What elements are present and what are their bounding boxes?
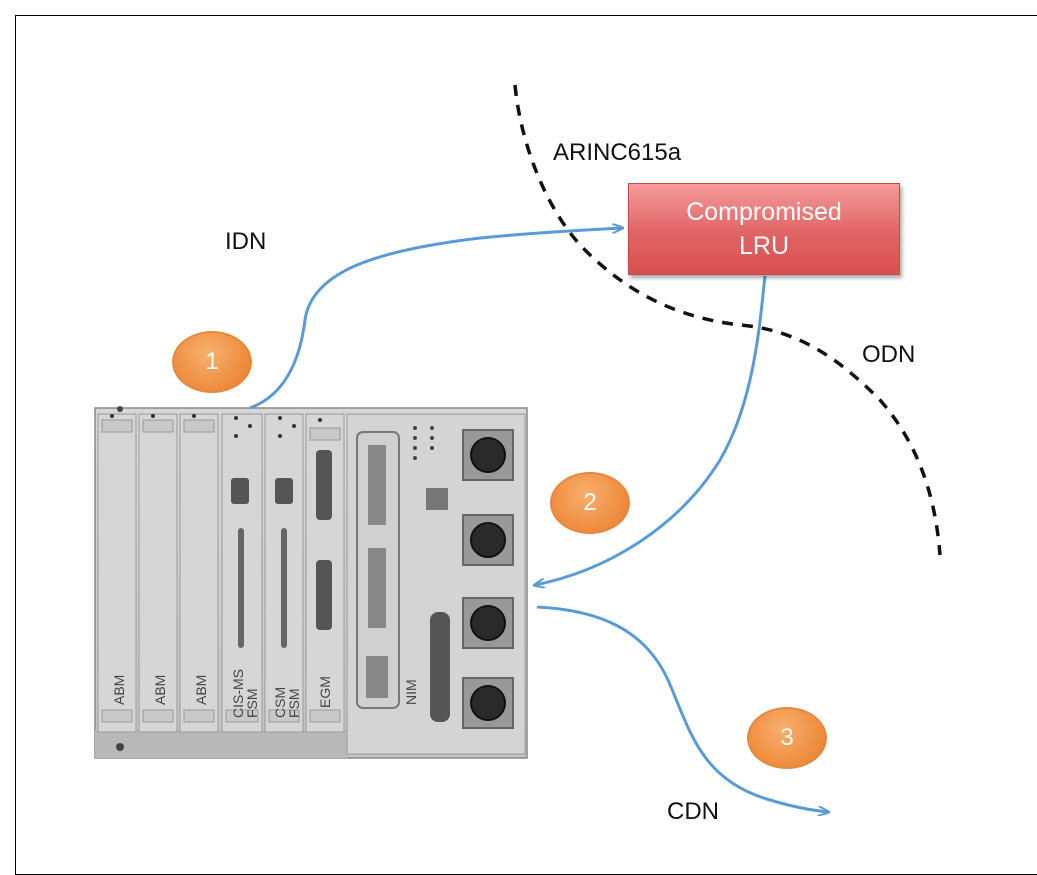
- step-badge-2: 2: [550, 472, 630, 534]
- label-arinc615a: ARINC615a: [553, 139, 682, 166]
- compromised-lru-box: Compromised LRU: [628, 183, 900, 275]
- network-boundary: [513, 84, 942, 556]
- module-label-abm-3: ABM: [193, 675, 209, 705]
- lru-label-line1: Compromised: [686, 198, 842, 226]
- label-odn: ODN: [862, 341, 916, 368]
- module-label-abm-1: ABM: [111, 675, 127, 705]
- arrow-lru-to-rack: [535, 275, 767, 585]
- avionics-rack: ABM ABM ABM CIS-MS FSM CSM FSM EGM NIM: [94, 406, 528, 759]
- lru-label-line2: LRU: [738, 232, 789, 260]
- module-label-csm: CSM: [272, 687, 288, 718]
- module-label-fsm-2: FSM: [286, 688, 302, 718]
- module-label-abm-2: ABM: [152, 675, 168, 705]
- module-label-nim: NIM: [403, 679, 419, 705]
- module-label-fsm-1: FSM: [244, 688, 260, 718]
- label-idn: IDN: [225, 228, 267, 255]
- label-cdn: CDN: [667, 798, 719, 825]
- module-label-cis-ms: CIS-MS: [230, 669, 246, 718]
- step-badge-3: 3: [747, 707, 827, 769]
- module-label-egm: EGM: [317, 676, 333, 708]
- arrow-rack-to-lru: [249, 228, 622, 410]
- arrow-rack-to-cdn: [536, 605, 828, 812]
- step-badge-1: 1: [172, 331, 252, 393]
